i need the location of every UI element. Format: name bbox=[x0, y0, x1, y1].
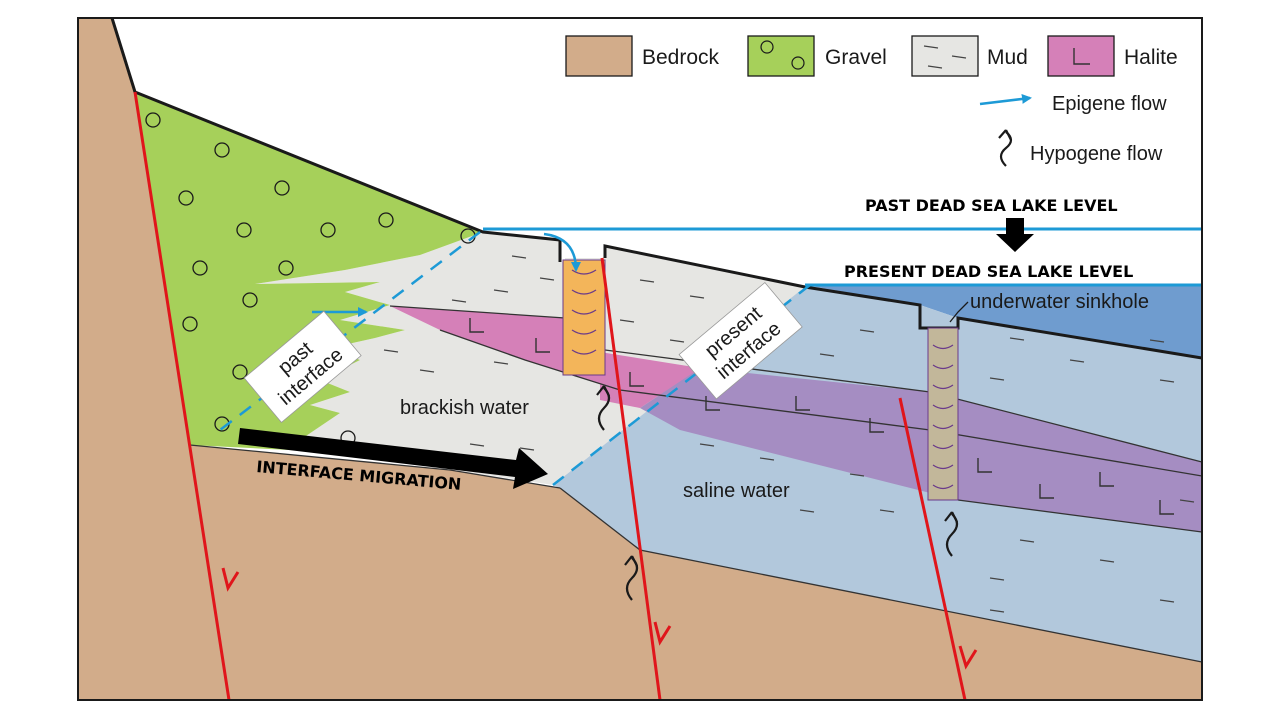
gravel-circle-icon bbox=[760, 40, 774, 54]
sinkhole-fill-arcs bbox=[571, 269, 597, 355]
mud-dash-icon bbox=[927, 65, 943, 69]
underwater-sinkhole-column bbox=[927, 327, 959, 501]
epigene-flow-arrow-icon bbox=[543, 232, 581, 272]
interface-migration-arrow-icon bbox=[238, 428, 548, 489]
halite-symbol-icon bbox=[469, 318, 1174, 515]
filled-sinkhole-column bbox=[562, 259, 606, 376]
saline-water-label: saline water bbox=[683, 480, 790, 502]
underwater-sinkhole-arcs bbox=[932, 344, 954, 490]
halite-symbol-icon bbox=[1073, 48, 1090, 65]
legend: Bedrock Gravel Mud Halite Epigene flow H… bbox=[565, 35, 1178, 167]
mud-dash-icon bbox=[951, 55, 967, 59]
legend-halite-label: Halite bbox=[1124, 46, 1178, 69]
present-lake-level-label: PRESENT DEAD SEA LAKE LEVEL bbox=[844, 262, 1133, 281]
legend-hypogene-label: Hypogene flow bbox=[1030, 143, 1163, 165]
legend-halite-swatch bbox=[1047, 35, 1115, 77]
bedrock-layer bbox=[78, 18, 1202, 700]
ground-surface bbox=[110, 18, 1202, 360]
gravel-layer bbox=[135, 92, 483, 452]
hypogene-flow-arrow-icon bbox=[596, 385, 959, 601]
underwater-sinkhole-label: underwater sinkhole bbox=[970, 291, 1149, 313]
hypogene-flow-arrow-icon bbox=[998, 129, 1013, 167]
epigene-flow-arrow-icon bbox=[979, 93, 1032, 106]
present-lake bbox=[805, 285, 1202, 358]
legend-gravel-swatch bbox=[747, 35, 815, 77]
fault-lines bbox=[133, 91, 967, 700]
brackish-water-label: brackish water bbox=[400, 397, 529, 419]
legend-mud-swatch bbox=[911, 35, 979, 77]
fault-slip-icon bbox=[221, 567, 978, 670]
sinkhole-pointer bbox=[949, 301, 969, 323]
legend-mud-label: Mud bbox=[987, 46, 1028, 69]
lake-level-drop-arrow-icon bbox=[996, 218, 1034, 252]
mud-dash-icon bbox=[923, 45, 939, 49]
gravel-circle-icon bbox=[791, 56, 805, 70]
saline-texture bbox=[699, 329, 1195, 613]
mud-texture bbox=[383, 255, 755, 451]
diagram-frame bbox=[77, 17, 1203, 701]
present-interface-callout: present interface bbox=[678, 281, 803, 400]
legend-bedrock-label: Bedrock bbox=[642, 46, 720, 69]
legend-bedrock-swatch bbox=[565, 35, 633, 77]
halite-layer-saline bbox=[640, 368, 1202, 532]
past-lake-level-label: PAST DEAD SEA LAKE LEVEL bbox=[865, 196, 1118, 215]
halite-layer-brackish-edge bbox=[600, 352, 700, 408]
legend-epigene-label: Epigene flow bbox=[1052, 93, 1167, 115]
legend-gravel-label: Gravel bbox=[825, 46, 887, 69]
